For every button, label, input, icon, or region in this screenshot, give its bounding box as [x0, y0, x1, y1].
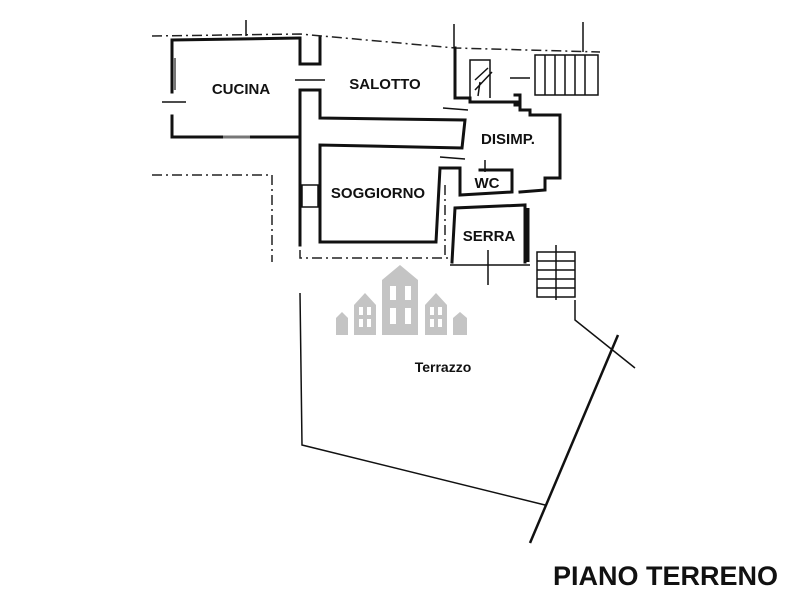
terrazzo-boundary: [299, 292, 546, 506]
room-label-wc: WC: [475, 175, 500, 192]
window: [301, 184, 319, 208]
stairs-lower-right: [536, 245, 576, 300]
floor-title: PIANO TERRENO: [553, 561, 778, 591]
internal-stair: [469, 59, 493, 98]
room-label-disimpegno: DISIMP.: [481, 131, 535, 148]
boundary-line-top: [151, 33, 601, 53]
watermark-logo: [336, 265, 467, 335]
wc-walls: [458, 168, 514, 197]
terrace-edge: [299, 185, 448, 259]
terrazzo-boundary-right: [528, 334, 620, 544]
terrazzo-boundary-east: [574, 300, 636, 369]
window: [173, 58, 176, 90]
room-label-terrazzo: Terrazzo: [415, 359, 472, 375]
room-label-cucina: CUCINA: [212, 81, 270, 98]
partition-walls: [298, 36, 467, 247]
room-label-soggiorno: SOGGIORNO: [331, 185, 426, 202]
cucina-walls: [170, 36, 302, 139]
boundary-line-left: [152, 174, 273, 262]
room-label-serra: SERRA: [463, 228, 516, 245]
serra-walls: [450, 203, 527, 264]
room-label-salotto: SALOTTO: [349, 76, 421, 93]
disimpegno-walls: [438, 46, 562, 194]
door-mark: [439, 156, 466, 160]
stairs-top-right: [510, 54, 599, 96]
door-mark: [442, 107, 469, 111]
